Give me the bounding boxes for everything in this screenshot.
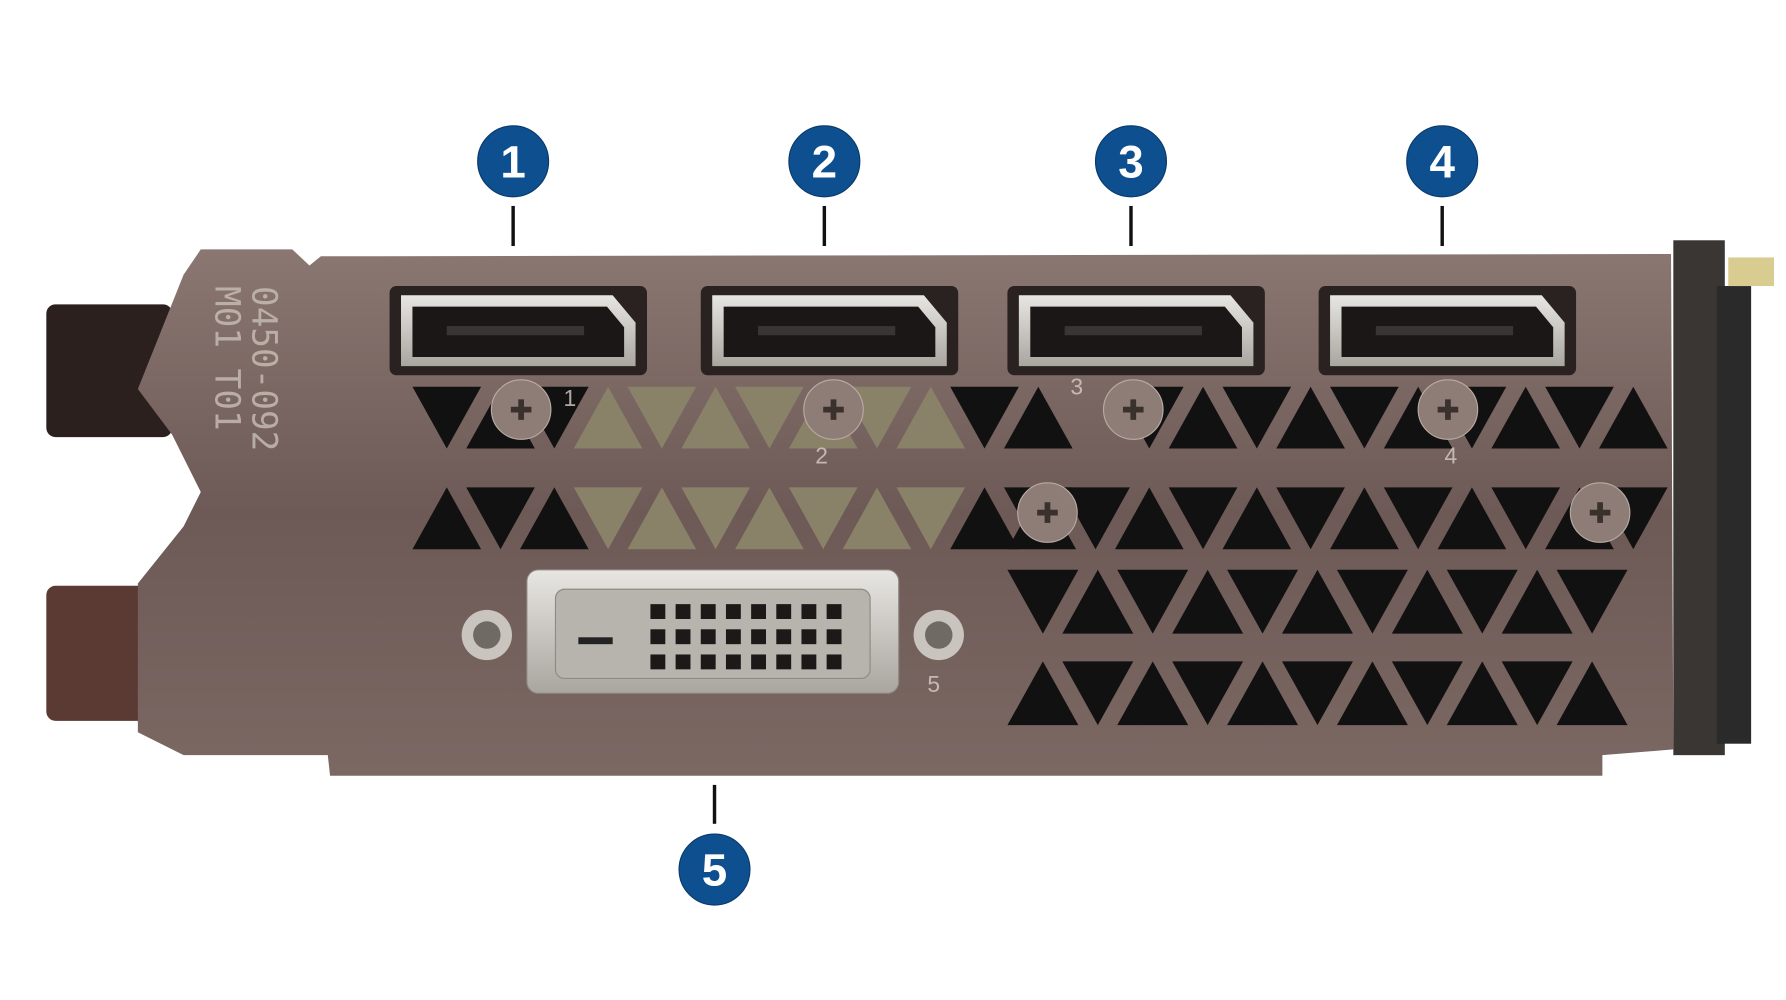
- vent-slot: [788, 487, 858, 550]
- vent-slot: [573, 386, 643, 449]
- vent-slot: [1501, 569, 1573, 634]
- vent-slot: [681, 386, 750, 449]
- screw-icon: [1017, 482, 1078, 543]
- vent-slot: [1330, 386, 1399, 449]
- vent-slot: [627, 386, 697, 449]
- callout-badge: [477, 125, 550, 198]
- callout-3: 3: [1094, 125, 1168, 246]
- port-mark-5: 5: [927, 671, 940, 697]
- vent-slot: [842, 487, 912, 550]
- vent-slot: [1114, 487, 1184, 550]
- vent-slot: [1276, 386, 1345, 449]
- vent-slot: [1556, 569, 1628, 634]
- vent-slot: [1222, 487, 1292, 550]
- vent-slot: [1556, 661, 1628, 726]
- vent-slot: [1446, 569, 1518, 634]
- vent-slot: [1336, 661, 1408, 726]
- callout-1: 1: [477, 125, 550, 246]
- vent-slot: [1227, 661, 1299, 726]
- dvi-port[interactable]: [461, 569, 964, 694]
- vent-grid: [412, 379, 1668, 726]
- vent-slot: [412, 487, 482, 550]
- vent-slot: [1117, 569, 1189, 634]
- vent-slot: [1491, 487, 1561, 550]
- vent-slot: [1336, 569, 1408, 634]
- engraving-line1: 0450-092: [243, 286, 283, 451]
- displayport-1[interactable]: [389, 286, 648, 376]
- vent-slot: [1501, 661, 1573, 726]
- vent-slot: [681, 487, 750, 550]
- callout-number: 2: [812, 136, 837, 187]
- vent-slot: [1062, 569, 1134, 634]
- vent-slot: [1172, 661, 1244, 726]
- displayport-2[interactable]: [700, 286, 959, 376]
- bracket-tab-top: [46, 304, 173, 438]
- callout-2: 2: [788, 125, 861, 246]
- vent-slot: [896, 386, 966, 449]
- displayport-3[interactable]: [1007, 286, 1265, 376]
- vent-slot: [1282, 569, 1353, 634]
- vent-slot: [573, 487, 643, 550]
- vent-slot: [1391, 661, 1463, 726]
- vent-slot: [520, 487, 589, 550]
- port-mark-3: 3: [1070, 374, 1083, 400]
- vent-slot: [1168, 487, 1238, 550]
- callout-badge: [788, 125, 861, 198]
- callout-number: 3: [1118, 136, 1143, 187]
- vent-slot: [1117, 661, 1189, 726]
- callout-number: 1: [500, 136, 525, 187]
- vent-slot: [1172, 569, 1244, 634]
- vent-slot: [1545, 386, 1614, 449]
- vent-slot: [1062, 661, 1134, 726]
- callout-number: 4: [1429, 136, 1455, 187]
- vent-slot: [1330, 487, 1399, 550]
- vent-slot: [896, 487, 966, 550]
- vent-slot: [950, 487, 1019, 550]
- engraving-line2: M01 T01: [207, 286, 247, 431]
- vent-slot: [1491, 386, 1561, 449]
- port-mark-2: 2: [815, 442, 828, 468]
- vent-slot: [1007, 569, 1079, 634]
- vent-slot: [735, 386, 804, 449]
- port-mark-1: 1: [563, 385, 576, 411]
- vent-slot: [1391, 569, 1463, 634]
- port-mark-4: 4: [1444, 442, 1457, 468]
- vent-slot: [950, 386, 1019, 449]
- screw-icon: [1569, 482, 1631, 543]
- callout-number: 5: [702, 845, 727, 896]
- screw-icon: [490, 379, 552, 440]
- vent-slot: [1598, 386, 1668, 449]
- vent-slot: [1383, 487, 1453, 550]
- vent-slot: [1222, 386, 1292, 449]
- vent-slot: [1437, 487, 1507, 550]
- vent-slot: [627, 487, 697, 550]
- vent-slot: [412, 386, 482, 449]
- callout-5: 5: [678, 784, 751, 906]
- vent-slot: [1003, 386, 1073, 449]
- vent-slot: [1227, 569, 1299, 634]
- vent-slot: [1061, 487, 1130, 550]
- screw-icon: [1417, 379, 1479, 440]
- vent-slot: [466, 487, 535, 550]
- vent-slot: [1168, 386, 1238, 449]
- bracket-edge: [1673, 240, 1725, 756]
- displayport-4[interactable]: [1318, 286, 1577, 376]
- callout-badge: [1094, 125, 1168, 198]
- screw-icon: [1102, 379, 1164, 440]
- vent-slot: [1446, 661, 1518, 726]
- callout-4: 4: [1406, 125, 1479, 246]
- engraved-part-number: 0450-092 M01 T01: [207, 286, 284, 451]
- callout-badge: [1406, 125, 1479, 198]
- vent-slot: [1276, 487, 1345, 550]
- vent-slot: [1007, 661, 1079, 726]
- callout-badge: [678, 833, 751, 906]
- vent-slot: [1282, 661, 1353, 726]
- vent-slot: [735, 487, 804, 550]
- screw-icon: [803, 379, 864, 440]
